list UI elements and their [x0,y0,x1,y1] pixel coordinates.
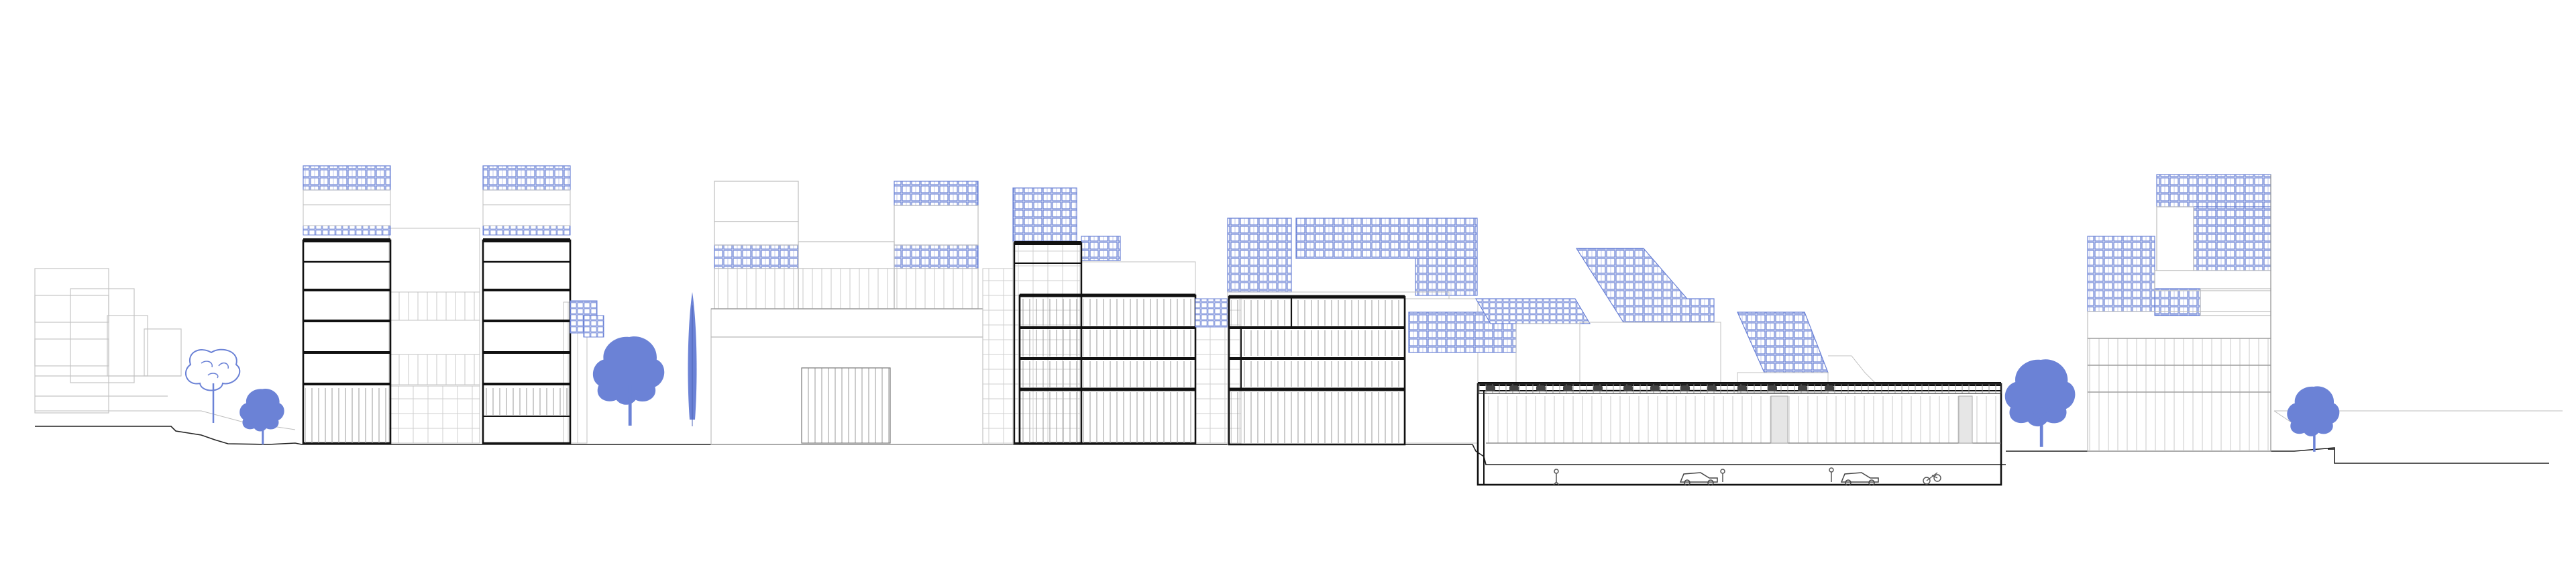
solar-panel-icon [1474,298,1591,324]
tree-icon [2003,358,2077,448]
solar-panel-icon [303,225,391,236]
solar-panel-icon [482,225,571,236]
building-section-6-parking [1477,382,2002,486]
solar-panel-icon [2193,206,2271,271]
solar-panel-icon [303,165,391,191]
solar-panel-icon [1295,218,1478,259]
solar-panel-icon [714,244,799,269]
person-icon [1553,469,1560,485]
person-icon [1829,467,1834,482]
solar-panel-icon [1012,187,1077,242]
solar-panel-icon [1227,218,1292,293]
person-icon [1720,469,1725,482]
building-section-4 [1227,218,1479,446]
car-icon [1679,472,1718,486]
solar-panel-icon [2156,174,2271,207]
background-buildings-left [34,268,182,414]
tree-icon [592,335,666,427]
solar-panel-icon [583,315,604,338]
tree-icon [185,348,241,423]
bicycle-icon [1923,472,1941,485]
building-section-3 [1012,187,1230,444]
building-elevation-7 [2087,174,2271,452]
tree-icon [687,292,698,426]
building-elevation-5 [1408,248,1876,393]
solar-panel-icon [1195,298,1230,328]
tree-icon [2286,385,2341,453]
solar-panel-icon [1081,236,1121,261]
solar-panel-icon [894,244,979,269]
solar-panel-icon [1737,312,1829,373]
solar-panel-icon [1415,258,1478,296]
tree-icon [239,387,285,444]
solar-panel-icon [894,181,979,206]
solar-panel-icon [2154,288,2201,316]
solar-panel-icon [2087,236,2155,312]
building-section-1 [302,165,604,444]
building-elevation-2 [710,181,1014,445]
tree-group-1 [185,292,698,444]
car-icon [1840,472,1879,486]
solar-panel-icon [1575,248,1715,323]
solar-panel-icon [1408,312,1517,353]
solar-panel-icon [482,165,571,191]
